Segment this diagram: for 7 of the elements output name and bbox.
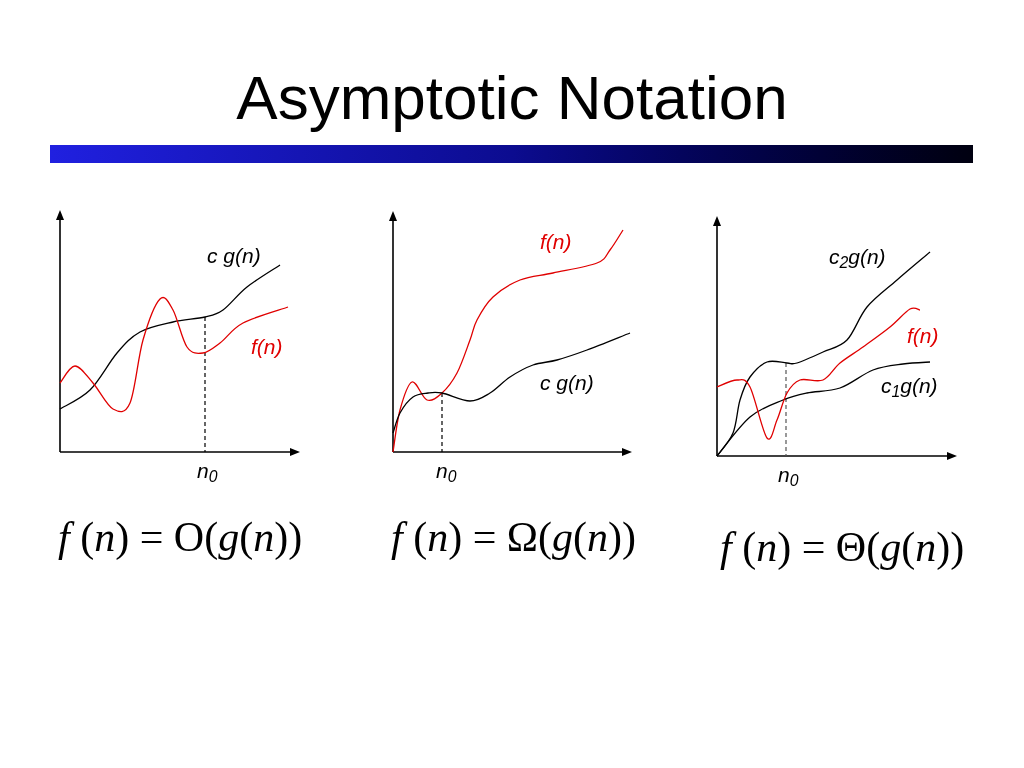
formula: f (n) = Ω(g(n)) <box>391 516 637 558</box>
axis-label: n$_{0}$ <box>778 464 799 485</box>
divider-bar <box>50 145 973 163</box>
axis-label: n$_{0}$ <box>197 460 218 481</box>
formula: f (n) = Θ(g(n)) <box>720 526 965 568</box>
axis-label: n$_{0}$ <box>436 460 457 481</box>
formula: f (n) = O(g(n)) <box>58 516 303 558</box>
